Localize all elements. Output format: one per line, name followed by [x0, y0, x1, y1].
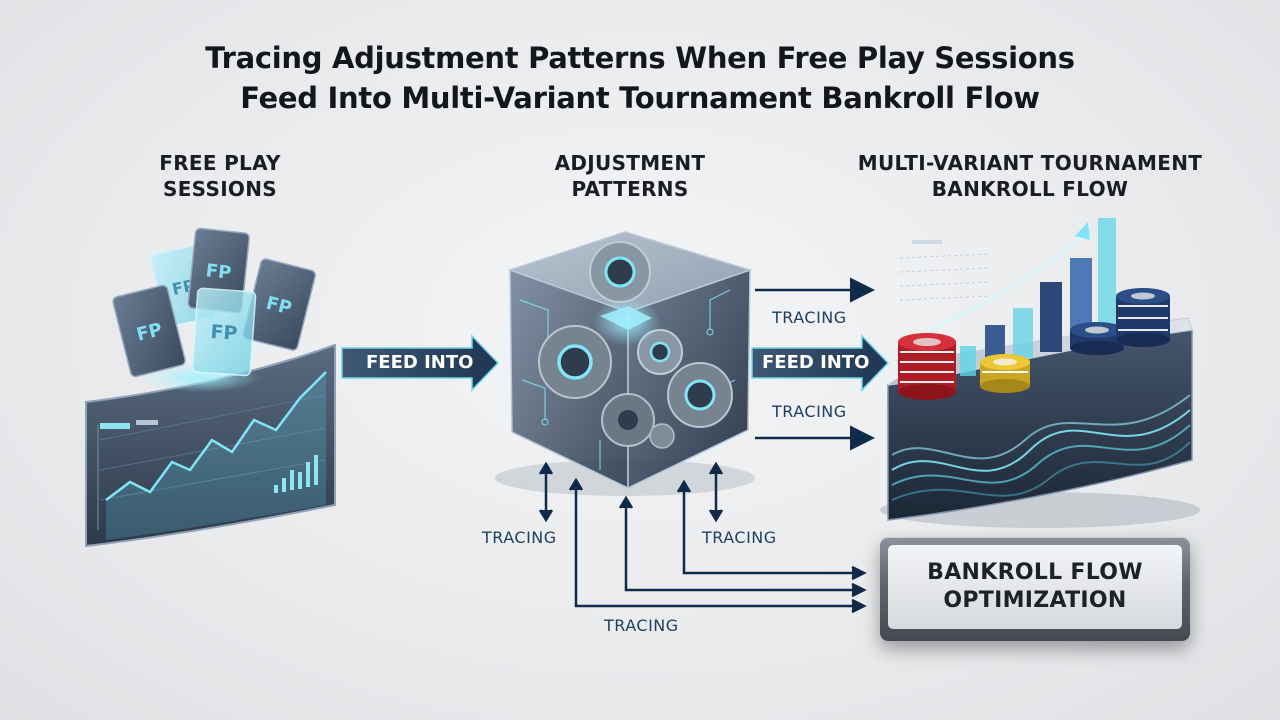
bankroll-flow-optimization-box: BANKROLL FLOW OPTIMIZATION: [880, 537, 1190, 641]
fp-cards: FP FP FP FP FP: [112, 227, 317, 378]
tracing-bottom-right-label: TRACING: [702, 528, 777, 547]
page-title: Tracing Adjustment Patterns When Free Pl…: [0, 38, 1280, 118]
tracing-bottom-left-label: TRACING: [482, 528, 557, 547]
multi-variant-label-line-2: BANKROLL FLOW: [931, 177, 1129, 201]
free-play-label-line-2: SESSIONS: [163, 177, 277, 201]
poker-chips: [898, 288, 1170, 400]
feed-into-right-arrow: [751, 334, 890, 392]
adjustment-cube: [495, 231, 755, 496]
adjustment-label-line-1: ADJUSTMENT: [554, 151, 706, 175]
tracing-bottom-label: TRACING: [604, 616, 679, 635]
optimization-line-2: OPTIMIZATION: [943, 588, 1127, 613]
free-play-sessions-label: FREE PLAY SESSIONS: [120, 150, 320, 202]
adjustment-patterns-label: ADJUSTMENT PATTERNS: [520, 150, 740, 202]
optimization-box-face: BANKROLL FLOW OPTIMIZATION: [888, 545, 1182, 629]
adjustment-label-line-2: PATTERNS: [571, 177, 689, 201]
tracing-feedback-arrows: [538, 461, 867, 614]
optimization-line-1: BANKROLL FLOW: [927, 560, 1143, 585]
feed-into-left-label: FEED INTO: [366, 352, 474, 373]
multi-variant-label-line-1: MULTI-VARIANT TOURNAMENT: [857, 151, 1203, 175]
tracing-mid-label: TRACING: [772, 402, 847, 421]
fp-card-label-5: FP: [210, 321, 238, 345]
title-line-1: Tracing Adjustment Patterns When Free Pl…: [205, 41, 1075, 75]
growth-trend-arrow: [929, 222, 1090, 332]
multi-variant-bankroll-label: MULTI-VARIANT TOURNAMENT BANKROLL FLOW: [840, 150, 1220, 202]
free-play-label-line-1: FREE PLAY: [159, 151, 281, 175]
free-play-screen: [85, 343, 336, 548]
feed-into-right-label: FEED INTO: [762, 352, 870, 373]
data-grid-overlay: [899, 240, 991, 301]
bankroll-bars: [960, 218, 1116, 376]
feed-into-left-arrow: [341, 334, 500, 392]
title-line-2: Feed Into Multi-Variant Tournament Bankr…: [240, 81, 1040, 115]
fp-card-label-2: FP: [205, 260, 233, 284]
tracing-top-label: TRACING: [772, 308, 847, 327]
